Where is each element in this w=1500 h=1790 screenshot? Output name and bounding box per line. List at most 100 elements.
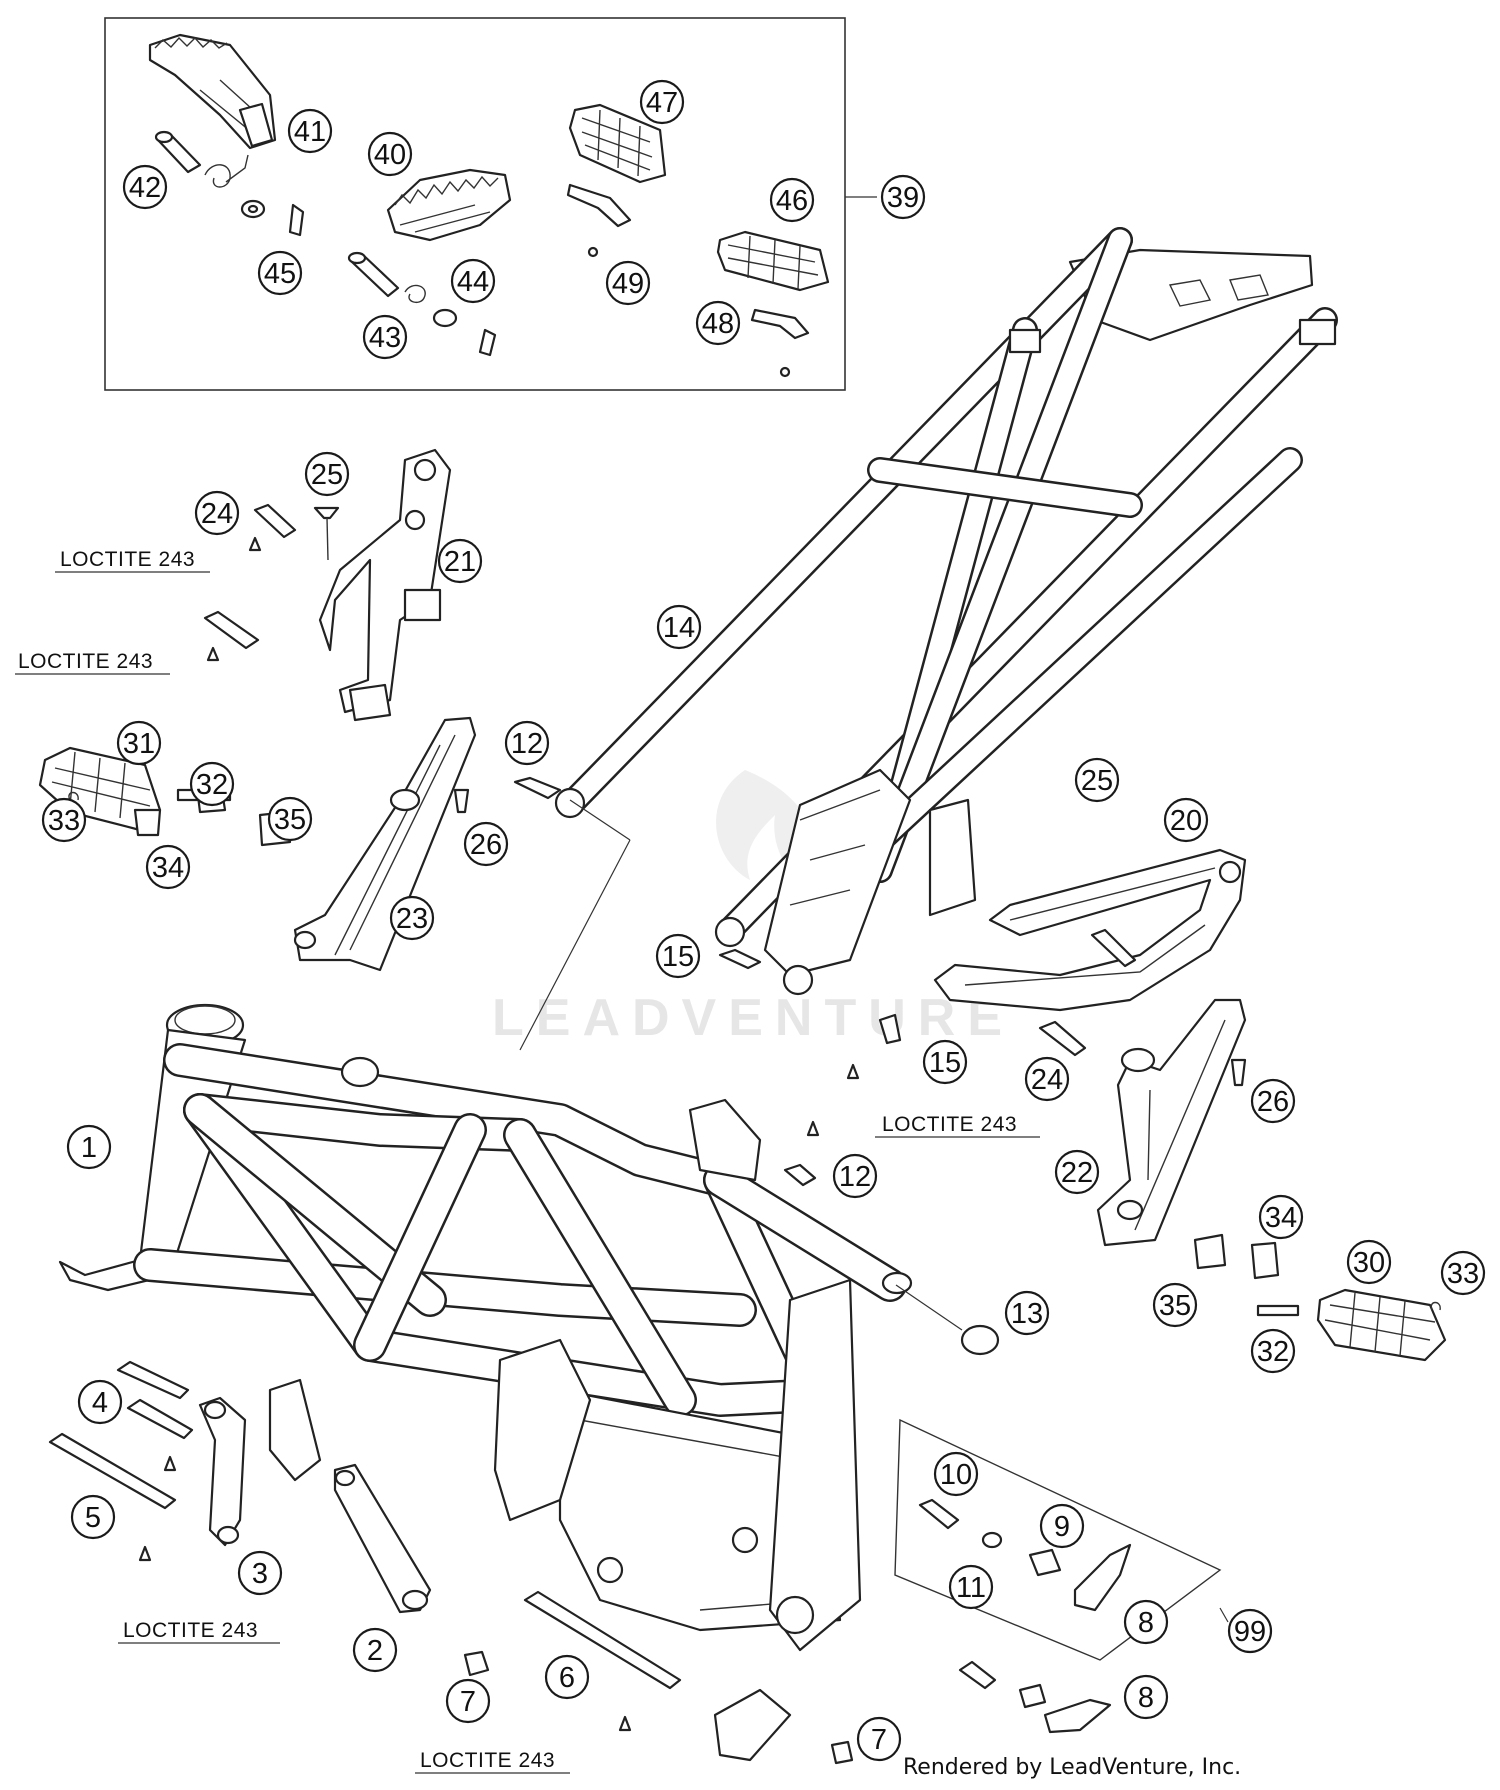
callout-number: 30 bbox=[1353, 1247, 1385, 1279]
callout-number: 20 bbox=[1170, 805, 1202, 837]
callout-4: 4 bbox=[77, 1379, 123, 1425]
callout-32: 32 bbox=[1250, 1328, 1296, 1374]
callout-circle bbox=[1074, 757, 1120, 803]
callout-circle bbox=[769, 177, 815, 223]
callout-circle bbox=[933, 1451, 979, 1497]
callout-35: 35 bbox=[267, 796, 313, 842]
callout-7: 7 bbox=[445, 1678, 491, 1724]
callout-number: 5 bbox=[85, 1502, 101, 1534]
callout-number: 12 bbox=[839, 1161, 871, 1193]
spacer-9 bbox=[1028, 1548, 1062, 1577]
bracket-49 bbox=[566, 183, 632, 258]
callout-circle bbox=[1258, 1194, 1304, 1240]
footpeg-bracket-23 bbox=[293, 716, 477, 972]
callout-41: 41 bbox=[287, 108, 333, 154]
callout-45: 45 bbox=[257, 250, 303, 296]
callout-number: 34 bbox=[152, 852, 184, 884]
callout-23: 23 bbox=[389, 895, 435, 941]
callout-number: 22 bbox=[1061, 1157, 1093, 1189]
callout-circle bbox=[1163, 797, 1209, 843]
callout-number: 15 bbox=[662, 941, 694, 973]
callout-circle bbox=[463, 821, 509, 867]
clip-33-left bbox=[68, 791, 79, 801]
callout-circle bbox=[304, 451, 350, 497]
bracket-48 bbox=[750, 308, 810, 378]
callout-number: 42 bbox=[129, 172, 161, 204]
footpeg-bracket-22 bbox=[1096, 998, 1247, 1247]
callout-number: 24 bbox=[1031, 1064, 1063, 1096]
callout-31: 31 bbox=[116, 720, 162, 766]
callout-circle bbox=[1250, 1078, 1296, 1124]
bolt-24-top bbox=[248, 503, 297, 552]
bolt-4 bbox=[116, 1360, 194, 1440]
callout-number: 24 bbox=[201, 498, 233, 530]
callout-30: 30 bbox=[1346, 1239, 1392, 1285]
callout-number: 3 bbox=[252, 1558, 268, 1590]
footpeg-46 bbox=[716, 230, 830, 292]
bolt-10 bbox=[918, 1498, 960, 1530]
footpeg-40 bbox=[386, 168, 512, 242]
callout-number: 46 bbox=[776, 185, 808, 217]
callout-circle bbox=[1227, 1608, 1273, 1654]
callout-12: 12 bbox=[504, 720, 550, 766]
callout-circle bbox=[1440, 1250, 1486, 1296]
callout-circle bbox=[856, 1716, 902, 1762]
bolt-8-lower bbox=[958, 1660, 1112, 1734]
loctite-note: LOCTITE 243 bbox=[18, 650, 153, 673]
callout-circle bbox=[544, 1654, 590, 1700]
cap-13 bbox=[895, 1284, 1000, 1356]
washer-35-right bbox=[1193, 1233, 1227, 1270]
callout-26: 26 bbox=[463, 821, 509, 867]
callout-43: 43 bbox=[362, 314, 408, 360]
pin-42 bbox=[154, 130, 202, 174]
callout-number: 43 bbox=[369, 322, 401, 354]
callout-number: 12 bbox=[511, 728, 543, 760]
callout-circle bbox=[880, 174, 926, 220]
callout-number: 33 bbox=[1447, 1258, 1479, 1290]
callout-9: 9 bbox=[1039, 1503, 1085, 1549]
plate-34-right bbox=[1250, 1241, 1280, 1280]
callout-33: 33 bbox=[1440, 1250, 1486, 1296]
callout-circle bbox=[1054, 1149, 1100, 1195]
callout-number: 26 bbox=[1257, 1086, 1289, 1118]
callout-circle bbox=[362, 314, 408, 360]
callout-11: 11 bbox=[948, 1564, 994, 1610]
footpeg-47 bbox=[568, 103, 667, 184]
footpeg-30 bbox=[1316, 1288, 1447, 1362]
callout-number: 39 bbox=[887, 182, 919, 214]
bolt-24-right bbox=[1038, 1020, 1087, 1057]
callout-number: 2 bbox=[367, 1635, 383, 1667]
callout-circle bbox=[237, 1550, 283, 1596]
callout-21: 21 bbox=[437, 538, 483, 584]
callout-46: 46 bbox=[769, 177, 815, 223]
callout-number: 7 bbox=[871, 1724, 887, 1756]
callout-35: 35 bbox=[1152, 1282, 1198, 1328]
nut-7-left bbox=[463, 1650, 490, 1677]
callout-number: 13 bbox=[1011, 1298, 1043, 1330]
callout-number: 25 bbox=[1081, 765, 1113, 797]
bolt-15-left bbox=[718, 948, 762, 970]
loctite-note: LOCTITE 243 bbox=[420, 1749, 555, 1772]
callout-circle bbox=[639, 79, 685, 125]
bolt-12-top bbox=[513, 776, 562, 800]
callout-1: 1 bbox=[66, 1124, 112, 1170]
callout-99: 99 bbox=[1227, 1608, 1273, 1654]
callout-8: 8 bbox=[1123, 1674, 1169, 1720]
callout-number: 7 bbox=[460, 1686, 476, 1718]
callout-number: 48 bbox=[702, 308, 734, 340]
bracket-3 bbox=[198, 1396, 247, 1547]
callout-14: 14 bbox=[656, 604, 702, 650]
callout-33: 33 bbox=[41, 797, 87, 843]
callout-number: 31 bbox=[123, 728, 155, 760]
callout-circle bbox=[655, 933, 701, 979]
callout-number: 44 bbox=[457, 266, 489, 298]
callout-circle bbox=[66, 1124, 112, 1170]
callout-number: 49 bbox=[612, 268, 644, 300]
subframe-14 bbox=[554, 227, 1338, 996]
callout-number: 33 bbox=[48, 805, 80, 837]
callout-26: 26 bbox=[1250, 1078, 1296, 1124]
callout-circle bbox=[605, 260, 651, 306]
loctite-note: LOCTITE 243 bbox=[882, 1113, 1017, 1136]
callout-47: 47 bbox=[639, 79, 685, 125]
callout-6: 6 bbox=[544, 1654, 590, 1700]
